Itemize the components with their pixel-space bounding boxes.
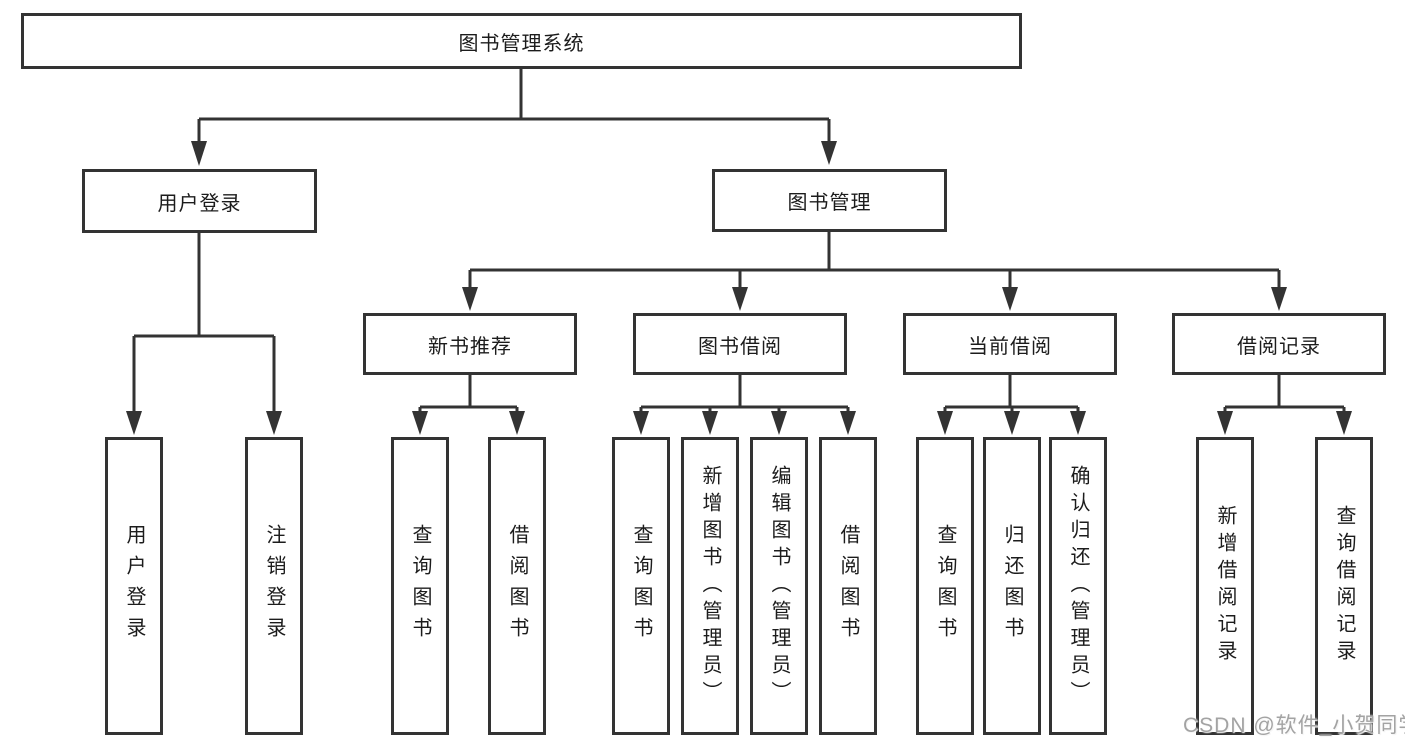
node-book-management: 图书管理 [712, 169, 947, 232]
node-user-login: 用户登录 [82, 169, 317, 233]
node-leaf-confirm-return-admin: 确认归还（管理员） [1049, 437, 1107, 735]
node-book-borrow: 图书借阅 [633, 313, 847, 375]
node-leaf-add-book-admin: 新增图书（管理员） [681, 437, 739, 735]
node-new-book-recommend: 新书推荐 [363, 313, 577, 375]
csdn-watermark: CSDN @软件_小贺同学 [1183, 714, 1405, 737]
node-leaf-return-book: 归还图书 [983, 437, 1041, 735]
node-leaf-query-books-recommend: 查询图书 [391, 437, 449, 735]
node-leaf-borrow-books-recommend: 借阅图书 [488, 437, 546, 735]
node-leaf-query-books-borrow: 查询图书 [612, 437, 670, 735]
node-leaf-add-borrow-record: 新增借阅记录 [1196, 437, 1254, 735]
node-root-library-system: 图书管理系统 [21, 13, 1022, 69]
node-leaf-edit-book-admin: 编辑图书（管理员） [750, 437, 808, 735]
node-borrow-records: 借阅记录 [1172, 313, 1386, 375]
node-leaf-borrow-books: 借阅图书 [819, 437, 877, 735]
node-leaf-logout: 注销登录 [245, 437, 303, 735]
node-leaf-user-login: 用户登录 [105, 437, 163, 735]
node-leaf-query-books-current: 查询图书 [916, 437, 974, 735]
node-leaf-query-borrow-record: 查询借阅记录 [1315, 437, 1373, 735]
node-current-borrow: 当前借阅 [903, 313, 1117, 375]
